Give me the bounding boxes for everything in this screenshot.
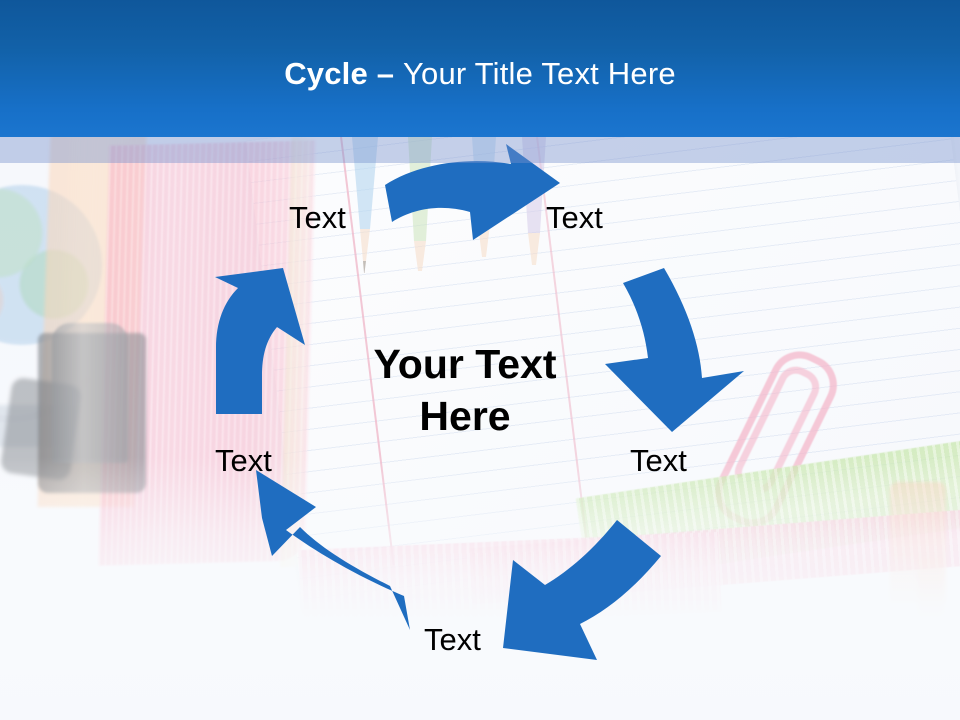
page-title-bold-part: Cycle – (284, 56, 403, 91)
arrow-bottom-right[interactable] (503, 520, 661, 660)
cycle-step-label-top-right[interactable]: Text (546, 200, 603, 235)
page-title-regular-part: Your Title Text Here (402, 56, 676, 91)
page-title: Cycle – Your Title Text Here (0, 55, 960, 93)
slide-header-bar: Cycle – Your Title Text Here (0, 0, 960, 137)
arrow-top[interactable] (385, 144, 560, 240)
cycle-center-label-line2: Here (419, 393, 511, 439)
header-underband (0, 137, 960, 163)
cycle-step-label-bottom[interactable]: Text (424, 622, 481, 657)
cycle-center-label[interactable]: Your Text Here (300, 338, 630, 442)
desk-surface (0, 457, 960, 720)
cycle-step-label-right[interactable]: Text (630, 443, 687, 478)
stapler-top (52, 323, 128, 463)
arrow-bottom-left[interactable] (256, 470, 410, 630)
cycle-step-label-top-left[interactable]: Text (289, 200, 346, 235)
cycle-center-label-line1: Your Text (373, 341, 557, 387)
arrow-right[interactable] (605, 268, 744, 432)
cycle-step-label-left[interactable]: Text (215, 443, 272, 478)
arrow-left[interactable] (215, 268, 305, 414)
